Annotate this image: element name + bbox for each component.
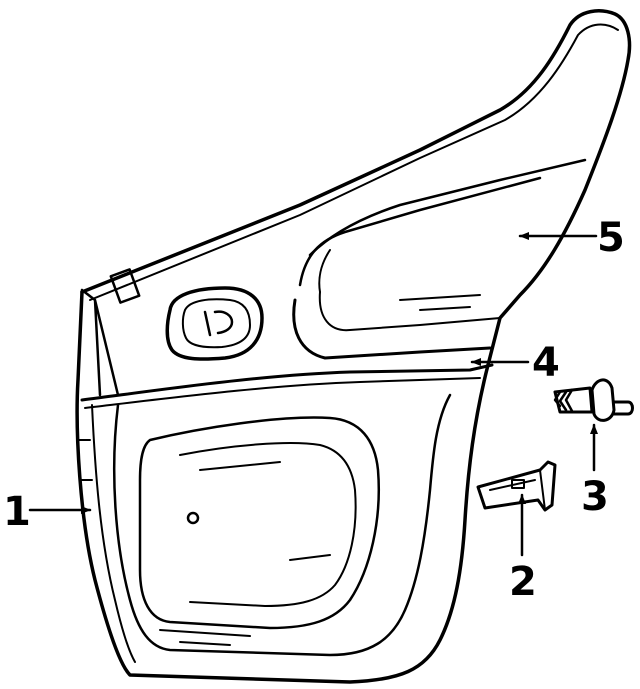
callout-label-1: 1 bbox=[3, 489, 31, 535]
callout-label-5: 5 bbox=[597, 215, 625, 261]
callout-label-3: 3 bbox=[581, 474, 609, 520]
callout-numbers: 1 2 3 4 5 bbox=[3, 215, 625, 605]
upper-trim-panel bbox=[80, 9, 632, 367]
callout-label-2: 2 bbox=[509, 559, 537, 605]
callout-leaders bbox=[28, 232, 598, 557]
mounting-bracket bbox=[476, 460, 557, 512]
door-trim-panel bbox=[75, 288, 490, 684]
callout-label-4: 4 bbox=[532, 340, 560, 386]
retainer-clip bbox=[553, 378, 634, 422]
lower-trim-molding bbox=[80, 363, 494, 409]
